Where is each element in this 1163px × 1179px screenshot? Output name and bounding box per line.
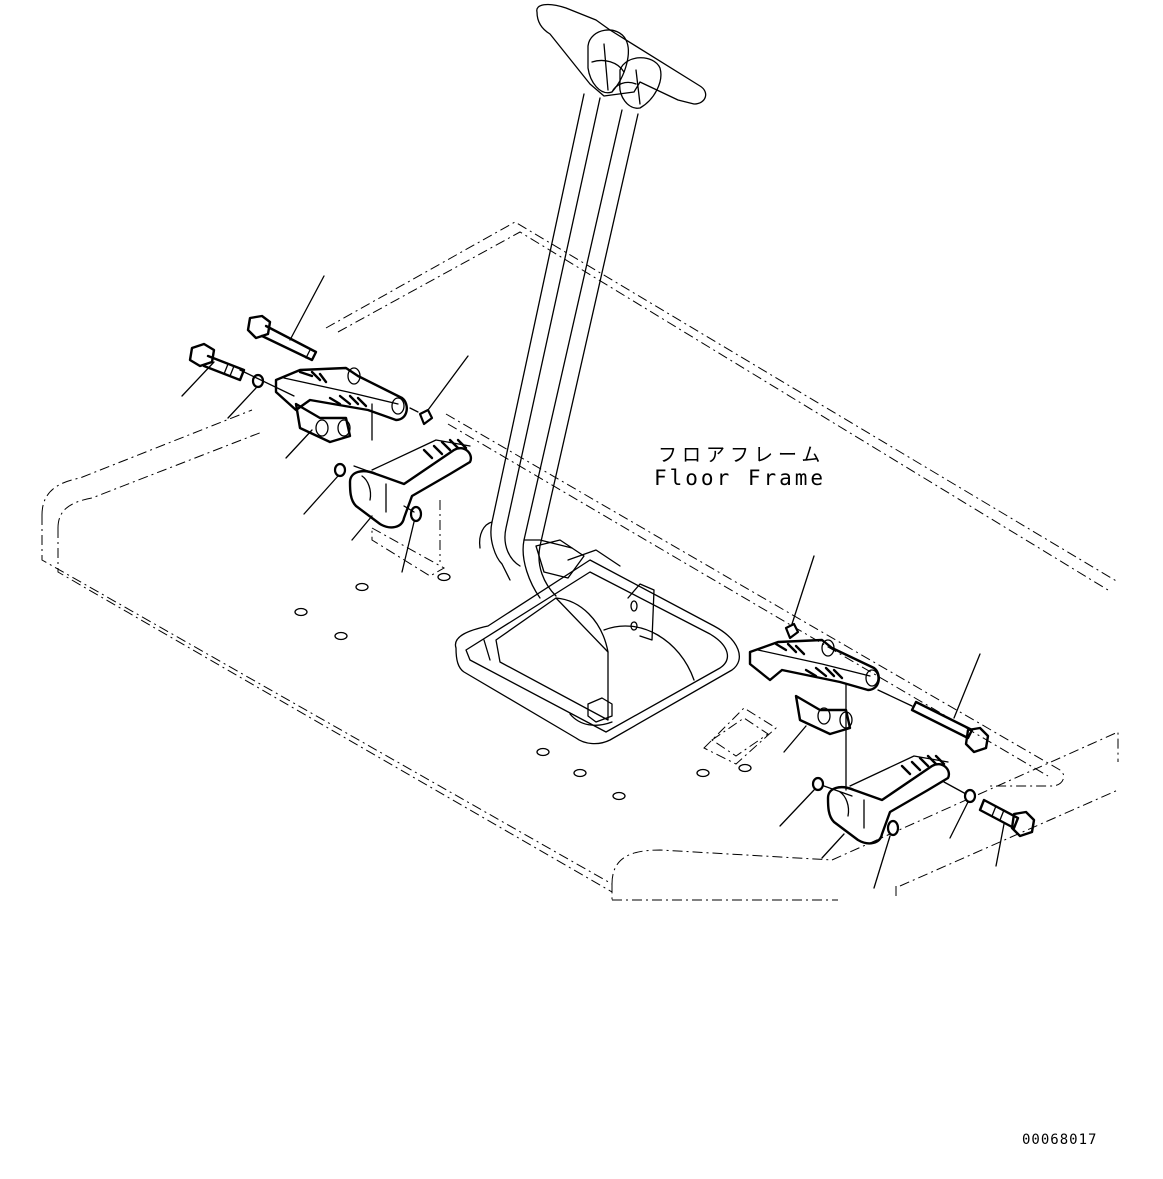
leader-line-16	[995, 823, 1005, 867]
right-washer-3	[963, 788, 977, 804]
control-lever	[478, 3, 707, 599]
left-long-bolt	[246, 314, 318, 362]
leader-line-14	[873, 835, 891, 889]
drawing-id-number: 00068017	[1022, 1132, 1098, 1148]
left-snap-ring	[418, 408, 434, 426]
leader-line-4	[427, 355, 469, 411]
leader-line-8	[401, 521, 415, 573]
floor-frame-outline	[41, 221, 1119, 901]
left-short-bolt	[188, 342, 246, 382]
left-washer-2	[333, 462, 347, 478]
right-washer-2	[886, 819, 900, 837]
leader-line-13	[821, 833, 845, 859]
leader-line-15	[949, 801, 969, 839]
leader-line-1	[289, 275, 325, 341]
leader-line-10	[953, 653, 981, 719]
mounting-holes	[294, 572, 752, 801]
left-pedal-assembly	[188, 314, 473, 529]
leader-line-9	[791, 555, 815, 625]
left-bracket	[274, 366, 408, 444]
right-washer-1	[811, 776, 825, 792]
leader-line-2	[181, 361, 215, 397]
center-console	[454, 539, 740, 745]
right-pedal-assembly	[748, 622, 1036, 845]
left-washer-3	[409, 505, 423, 523]
leader-line-12	[779, 789, 815, 827]
right-pedal	[826, 754, 951, 845]
leader-line-7	[351, 515, 373, 541]
floor-frame-label-english: Floor Frame	[654, 466, 827, 490]
leader-line-3	[227, 387, 257, 419]
right-snap-ring	[784, 622, 800, 640]
leader-line-6	[303, 475, 339, 515]
leader-line-5	[285, 429, 313, 459]
right-bracket	[748, 638, 880, 791]
right-short-bolt	[978, 798, 1036, 838]
leader-line-11	[783, 725, 807, 753]
floor-frame-label-japanese: フロアフレーム	[658, 444, 826, 466]
leader-lines	[181, 275, 1005, 889]
right-long-bolt	[910, 700, 990, 754]
